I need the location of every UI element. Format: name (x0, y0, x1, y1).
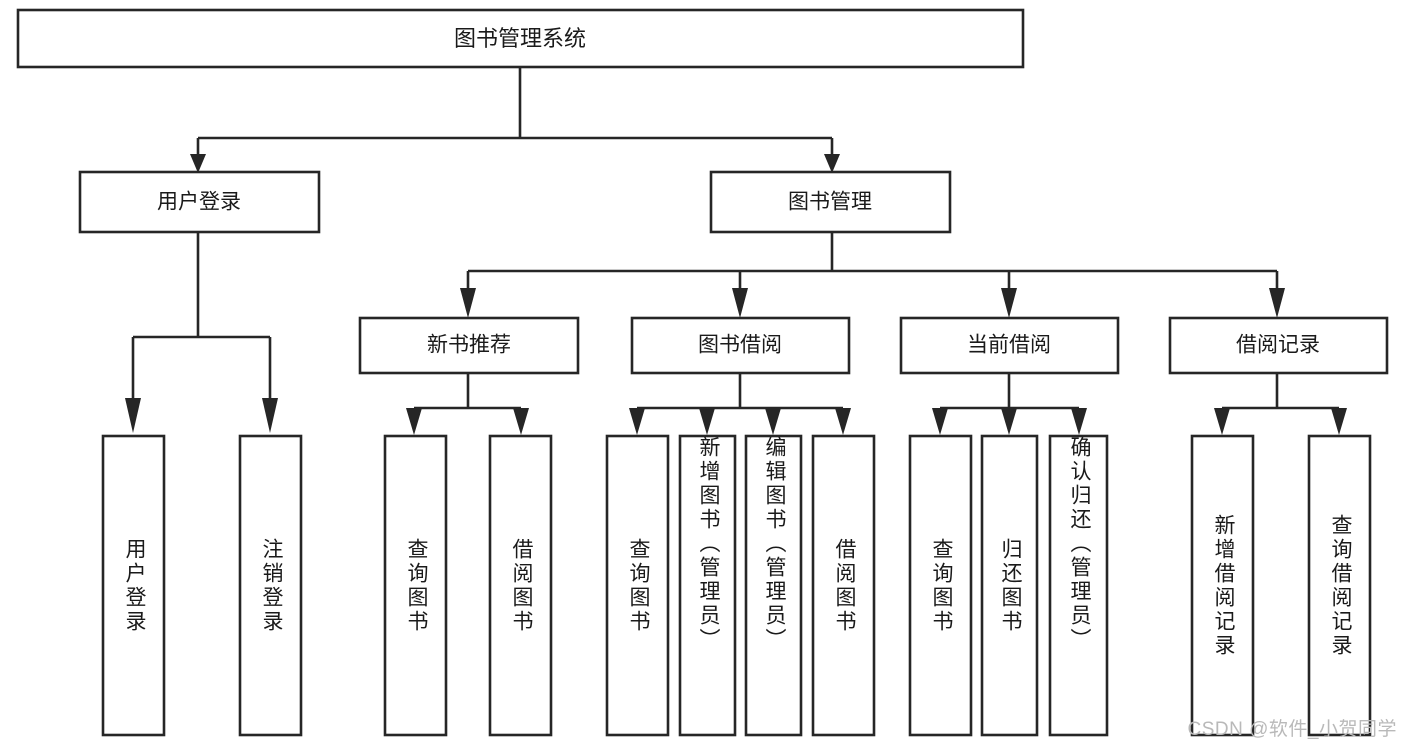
node-root-label: 图书管理系统 (454, 26, 586, 51)
arrowhead-leaf-12 (1214, 408, 1230, 435)
node-leaf-9[interactable] (908, 434, 973, 737)
node-leaf-11[interactable] (1048, 434, 1109, 737)
node-leaf-12[interactable] (1190, 434, 1255, 737)
node-leaf-4[interactable] (488, 434, 553, 737)
node-user-login[interactable] (78, 170, 321, 234)
arrowhead-leaf-13 (1331, 408, 1347, 435)
node-user-login-label: 用户登录 (157, 191, 241, 214)
node-current-borrow[interactable] (899, 316, 1120, 375)
node-leaf-8[interactable] (811, 434, 876, 737)
connector-group (125, 67, 1347, 435)
arrowhead-leaf-8 (835, 408, 851, 435)
node-leaf-13[interactable] (1307, 434, 1372, 737)
node-borrow-record-label: 借阅记录 (1236, 334, 1320, 357)
arrowhead-user-login (190, 154, 206, 173)
node-new-book-rec-label: 新书推荐 (427, 334, 511, 357)
node-book-borrow[interactable] (630, 316, 851, 375)
node-root[interactable] (16, 8, 1025, 69)
arrowhead-leaf-9 (932, 408, 948, 435)
node-leaf-5[interactable] (605, 434, 670, 737)
arrowhead-leaf-1 (125, 398, 141, 433)
node-leaf-3[interactable] (383, 434, 448, 737)
arrowhead-borrow-record (1269, 288, 1285, 318)
arrowhead-book-borrow (732, 288, 748, 318)
node-box-group: 图书管理系统 用户登录 图书管理 新书推荐 图书借阅 当前借阅 借阅记录 (16, 8, 1389, 737)
arrowhead-leaf-6 (699, 408, 715, 435)
node-leaf-1[interactable] (101, 434, 166, 737)
node-book-borrow-label: 图书借阅 (698, 334, 782, 357)
node-book-mgmt-label: 图书管理 (788, 191, 872, 214)
arrowhead-leaf-5 (629, 408, 645, 435)
arrowhead-leaf-10 (1001, 408, 1017, 435)
arrowhead-book-mgmt (824, 154, 840, 173)
arrowhead-leaf-3 (406, 408, 422, 435)
node-leaf-10[interactable] (980, 434, 1039, 737)
node-leaf-7[interactable] (744, 434, 803, 737)
arrowhead-current-borrow (1001, 288, 1017, 318)
node-new-book-rec[interactable] (358, 316, 580, 375)
node-leaf-2[interactable] (238, 434, 303, 737)
node-current-borrow-label: 当前借阅 (967, 334, 1051, 357)
arrowhead-leaf-11 (1071, 408, 1087, 435)
node-borrow-record[interactable] (1168, 316, 1389, 375)
node-leaf-6[interactable] (678, 434, 737, 737)
csdn-watermark: CSDN @软件_小贺同学 (1187, 719, 1397, 740)
arrowhead-leaf-4 (513, 408, 529, 435)
node-book-mgmt[interactable] (709, 170, 952, 234)
arrowhead-leaf-7 (765, 408, 781, 435)
arrowhead-leaf-2 (262, 398, 278, 433)
arrowhead-new-book-rec (460, 288, 476, 318)
